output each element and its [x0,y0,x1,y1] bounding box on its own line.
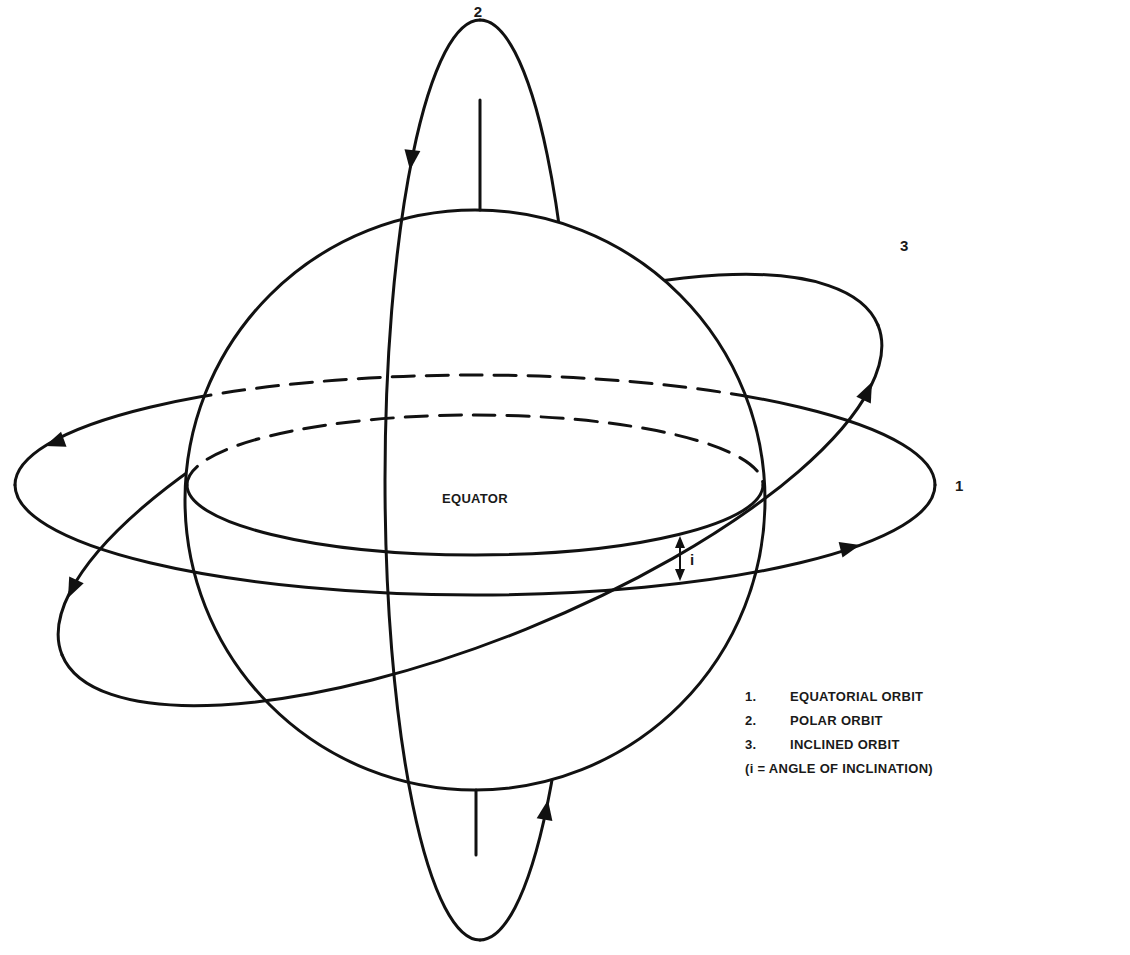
key-text: POLAR ORBIT [790,714,883,727]
arrow-head [856,379,879,404]
arrow-head [675,569,685,581]
key-number: 2. [745,714,756,727]
equatorial-orbit-back [15,375,935,485]
inclination-arrow [679,545,681,572]
callout-number: 1 [955,478,963,493]
polar-orbit-front [385,20,480,940]
inclined-orbit-back [6,186,878,655]
equator-front [187,485,763,555]
key-text: EQUATORIAL ORBIT [790,690,923,703]
axis-line [475,790,478,855]
equator-back [187,415,763,485]
inclined-orbit-front [62,325,934,794]
arrow-head [61,576,84,601]
arrow-head [42,432,66,454]
key-number: 1. [745,690,756,703]
arrow-head [675,536,685,548]
arrow-head [402,149,420,171]
arrow-head [839,537,862,557]
key-number: 3. [745,738,756,751]
equatorial-orbit-front [15,485,935,595]
callout-number: 3 [900,238,908,253]
axis-line [479,100,482,210]
key-text: INCLINED ORBIT [790,738,900,751]
polar-orbit-back [480,20,575,940]
equatorial-orbit-hidden [15,375,935,485]
earth-sphere [185,210,765,790]
region-label: EQUATOR [442,492,508,505]
key-text: (i = ANGLE OF INCLINATION) [745,762,933,775]
arrow-head [537,799,556,821]
angle-symbol: i [690,552,694,567]
callout-number: 2 [474,4,482,19]
